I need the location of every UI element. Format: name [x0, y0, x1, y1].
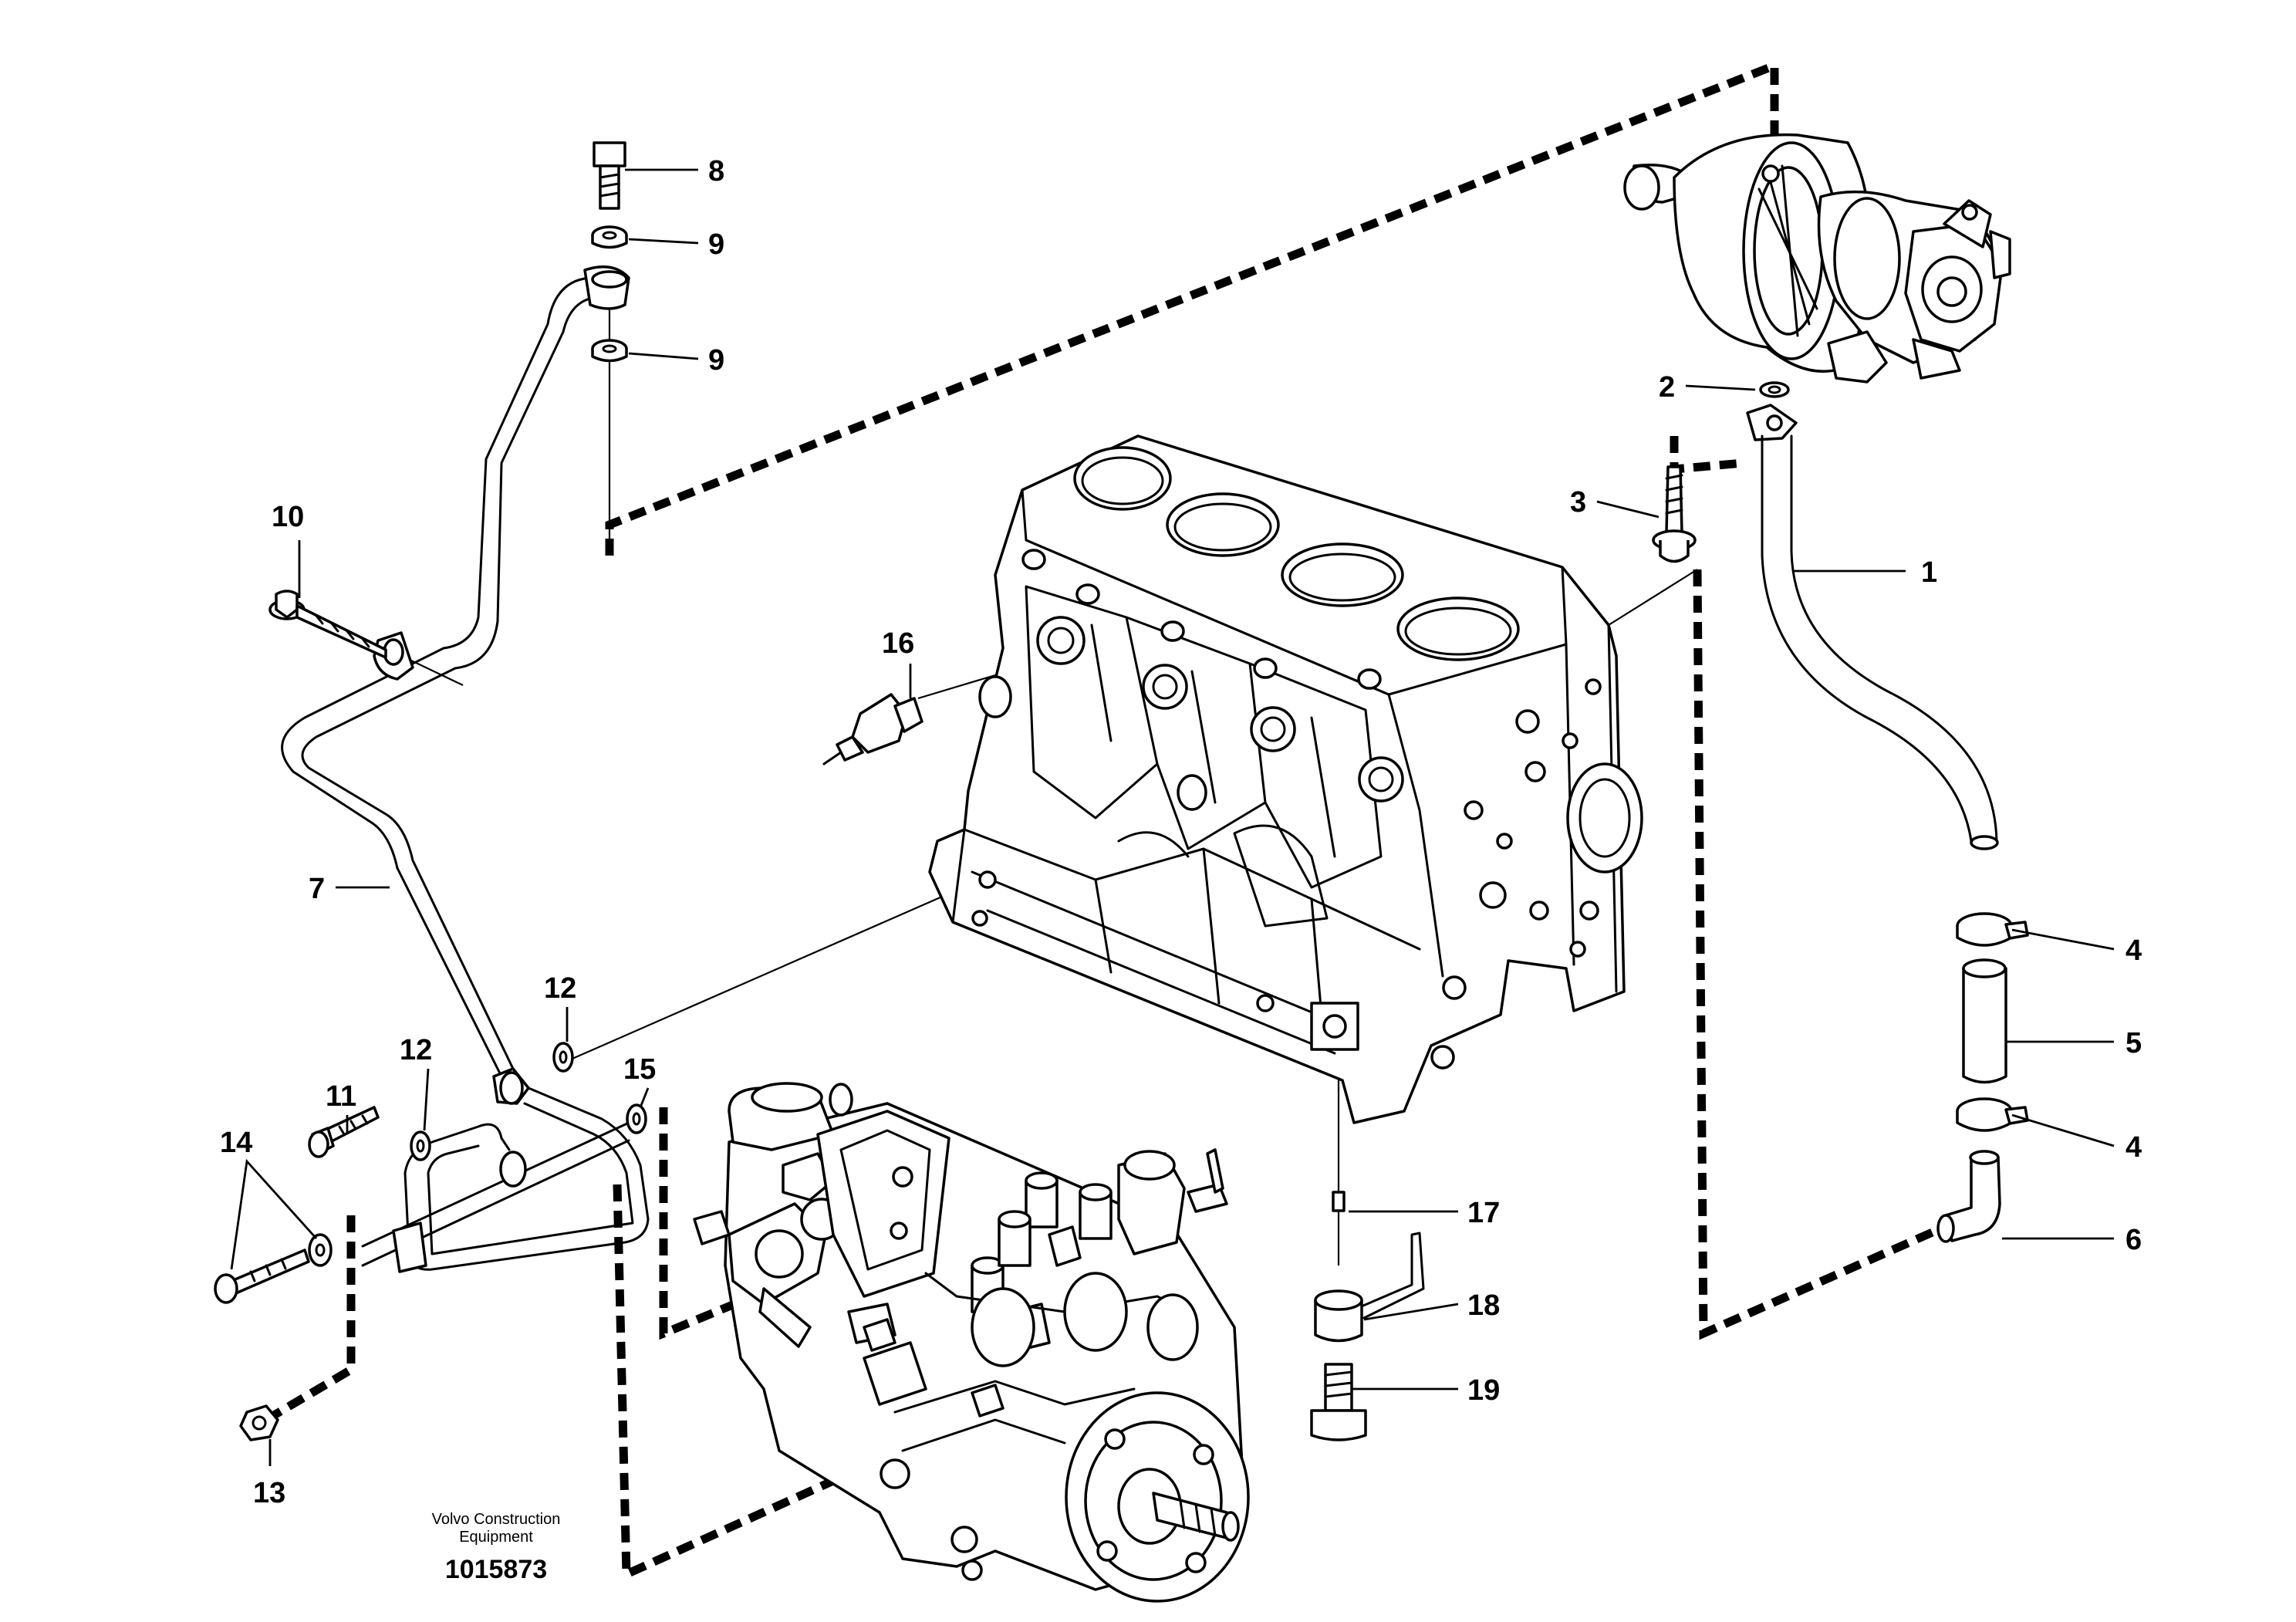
leader-2 — [1685, 384, 1756, 391]
footer: Volvo Construction Equipment 1015873 — [432, 1511, 561, 1584]
callout-2: 2 — [1659, 371, 1675, 404]
oil-feed-pipe — [268, 265, 650, 1273]
callout-7: 7 — [309, 873, 325, 905]
engine-block — [928, 434, 1643, 1124]
oil-return-pipe — [1746, 381, 1999, 850]
bolt-3 — [1652, 465, 1697, 563]
callout-9-upper: 9 — [708, 228, 724, 261]
parts-17-19 — [1310, 1191, 1425, 1441]
callout-11: 11 — [326, 1080, 356, 1113]
company-name-line2: Equipment — [459, 1529, 533, 1546]
leader-14 — [230, 1158, 318, 1270]
bolt-8-washers — [591, 141, 628, 363]
callouts: 1 2 3 4 5 4 6 7 8 9 9 10 11 12 12 13 14 … — [220, 155, 2142, 1509]
callout-10: 10 — [272, 501, 304, 533]
callout-14: 14 — [220, 1127, 252, 1159]
small-fasteners — [214, 1042, 647, 1441]
drawing-reference-number: 1015873 — [445, 1555, 547, 1584]
callout-3: 3 — [1570, 486, 1586, 519]
leader-4a — [2011, 928, 2115, 951]
callout-19: 19 — [1467, 1374, 1500, 1407]
callout-12-left: 12 — [400, 1034, 432, 1066]
injection-pump — [693, 1082, 1250, 1603]
callout-8: 8 — [708, 155, 724, 188]
callout-9-lower: 9 — [708, 344, 724, 377]
hose-and-clamps — [1956, 912, 2029, 1132]
callout-1: 1 — [1921, 556, 1937, 589]
callout-17: 17 — [1467, 1197, 1500, 1229]
callout-4-lower: 4 — [2125, 1131, 2142, 1164]
company-name-line1: Volvo Construction — [432, 1511, 561, 1528]
leader-9b — [628, 352, 699, 360]
leader-4b — [2011, 1113, 2115, 1147]
callout-5: 5 — [2125, 1027, 2142, 1059]
callout-16: 16 — [882, 627, 914, 660]
leader-18 — [1363, 1303, 1459, 1321]
leader-15 — [639, 1087, 650, 1108]
sensor-16 — [822, 693, 923, 765]
callout-18: 18 — [1467, 1289, 1500, 1322]
leader-3 — [1596, 500, 1660, 519]
callout-12-right: 12 — [544, 972, 576, 1005]
elbow-fitting — [1936, 1150, 2001, 1243]
leader-lines — [230, 168, 2115, 1466]
callout-15: 15 — [623, 1053, 656, 1086]
callout-6: 6 — [2125, 1224, 2142, 1256]
leader-12a — [423, 1068, 430, 1131]
leader-9a — [628, 238, 699, 245]
callout-4-upper: 4 — [2125, 934, 2142, 967]
callout-13: 13 — [253, 1477, 285, 1509]
turbocharger — [1623, 133, 2011, 384]
